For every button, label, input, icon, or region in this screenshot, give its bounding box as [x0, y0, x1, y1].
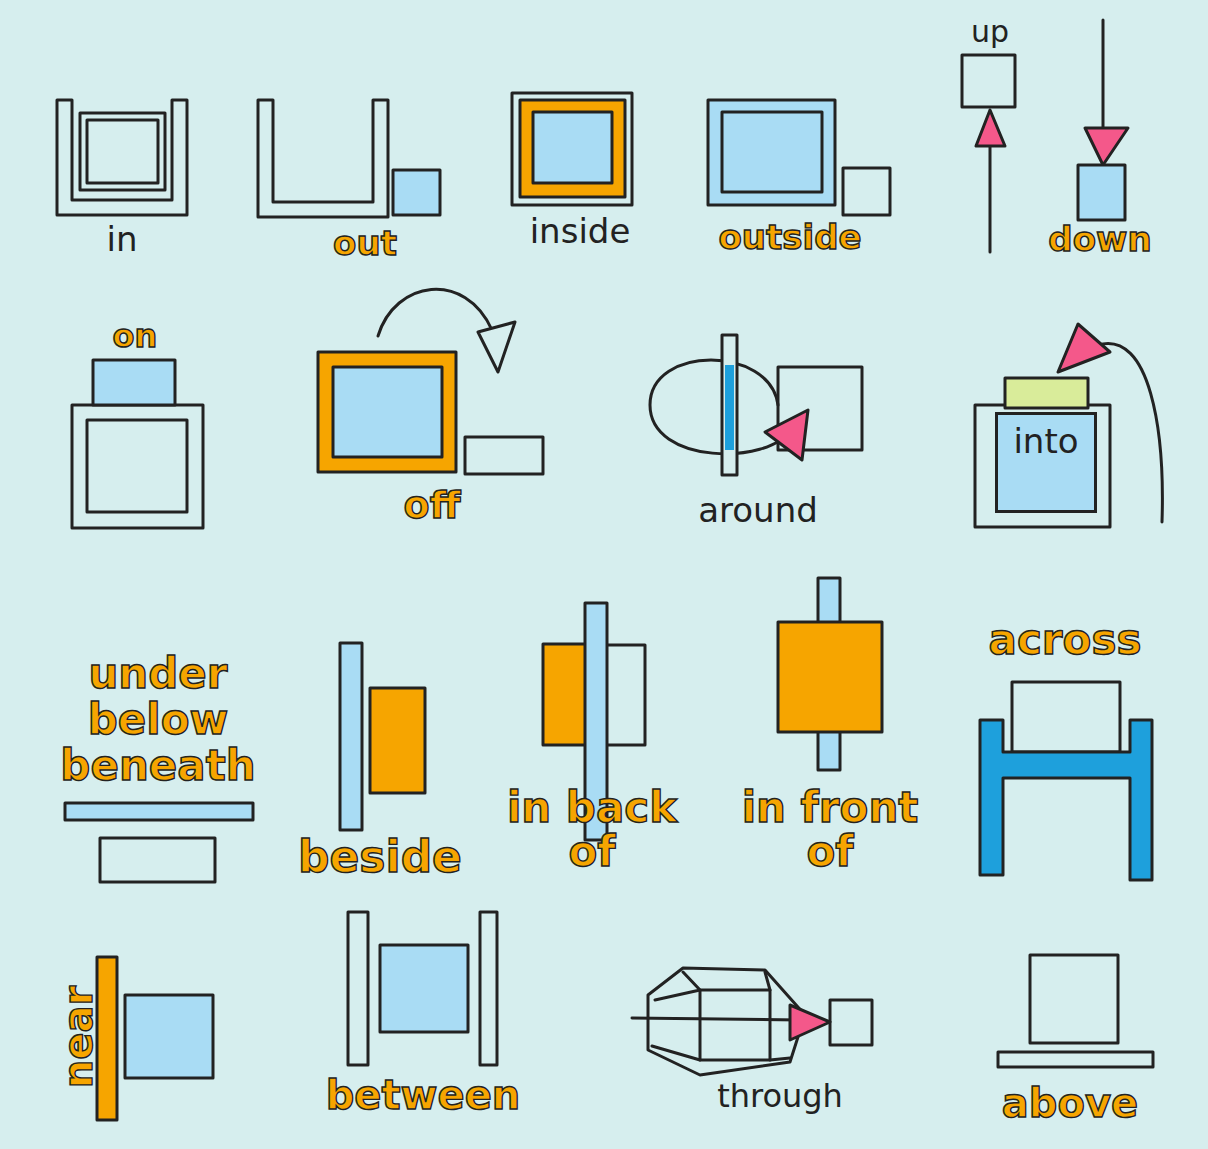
- arrow-head: [976, 110, 1005, 146]
- bridge: [980, 720, 1152, 880]
- arrow-head: [478, 322, 515, 372]
- path-line: [632, 1018, 800, 1020]
- arrow-head: [765, 410, 808, 460]
- container: [57, 100, 187, 215]
- tunnel-front: [700, 990, 770, 1060]
- preposition-label: around: [678, 493, 838, 529]
- box: [962, 55, 1015, 107]
- base-box: [72, 405, 203, 528]
- box: [1012, 682, 1120, 752]
- box-label: into: [998, 415, 1094, 461]
- preposition-label: in front of: [728, 786, 933, 874]
- preposition-label: in back of: [497, 786, 687, 874]
- arrow-line: [989, 140, 992, 252]
- box: [543, 644, 590, 745]
- tunnel: [648, 968, 805, 1075]
- frame: [520, 100, 625, 197]
- box: [380, 945, 468, 1032]
- box: [843, 168, 890, 215]
- preposition-label: inside: [505, 214, 655, 250]
- arrow-head: [1058, 324, 1110, 372]
- arrow-head: [1085, 128, 1128, 165]
- orbit: [650, 360, 790, 454]
- preposition-label: under: [58, 652, 258, 696]
- preposition-label: out: [305, 226, 425, 262]
- preposition-label: beneath: [53, 744, 263, 788]
- frame: [318, 352, 456, 472]
- arrow-line: [1098, 343, 1162, 522]
- preposition-label: off: [382, 486, 482, 526]
- preposition-label: down: [1035, 222, 1165, 258]
- base-inner: [87, 420, 187, 512]
- preposition-label: across: [975, 618, 1155, 662]
- box: [80, 113, 165, 190]
- plank: [998, 1052, 1153, 1067]
- container: [512, 93, 632, 205]
- box: [830, 1000, 872, 1045]
- box: [1078, 165, 1125, 220]
- preposition-label: up: [950, 16, 1030, 48]
- box: [100, 838, 215, 882]
- bar: [97, 957, 117, 1120]
- box: [393, 170, 440, 215]
- box: into: [995, 412, 1097, 513]
- preposition-label: near: [57, 977, 99, 1097]
- bar: [480, 912, 497, 1065]
- box: [1030, 955, 1118, 1043]
- container: [258, 100, 388, 217]
- box: [333, 367, 442, 457]
- bar: [348, 912, 368, 1065]
- container-inner: [722, 112, 822, 192]
- bar: [340, 643, 362, 830]
- box: [778, 622, 882, 732]
- box: [370, 688, 425, 793]
- bar-fill: [725, 365, 734, 450]
- arrow-line: [378, 289, 492, 336]
- preposition-label: outside: [700, 220, 880, 256]
- plank: [65, 803, 253, 820]
- box-inner: [87, 120, 158, 183]
- preposition-label: on: [95, 320, 175, 354]
- lid: [1005, 378, 1088, 408]
- box: [93, 360, 175, 405]
- container: [975, 405, 1110, 527]
- box: [533, 112, 612, 183]
- preposition-label: above: [990, 1082, 1150, 1124]
- box: [465, 437, 543, 474]
- preposition-label: in: [62, 222, 182, 258]
- arrow-head: [790, 1005, 830, 1040]
- container: [708, 100, 835, 205]
- preposition-label: beside: [290, 834, 470, 880]
- preposition-label: between: [323, 1074, 523, 1116]
- bar: [722, 335, 737, 475]
- box: [125, 995, 213, 1078]
- tunnel-edges: [652, 972, 790, 1060]
- preposition-label: through: [700, 1080, 860, 1114]
- preposition-label: below: [58, 698, 258, 742]
